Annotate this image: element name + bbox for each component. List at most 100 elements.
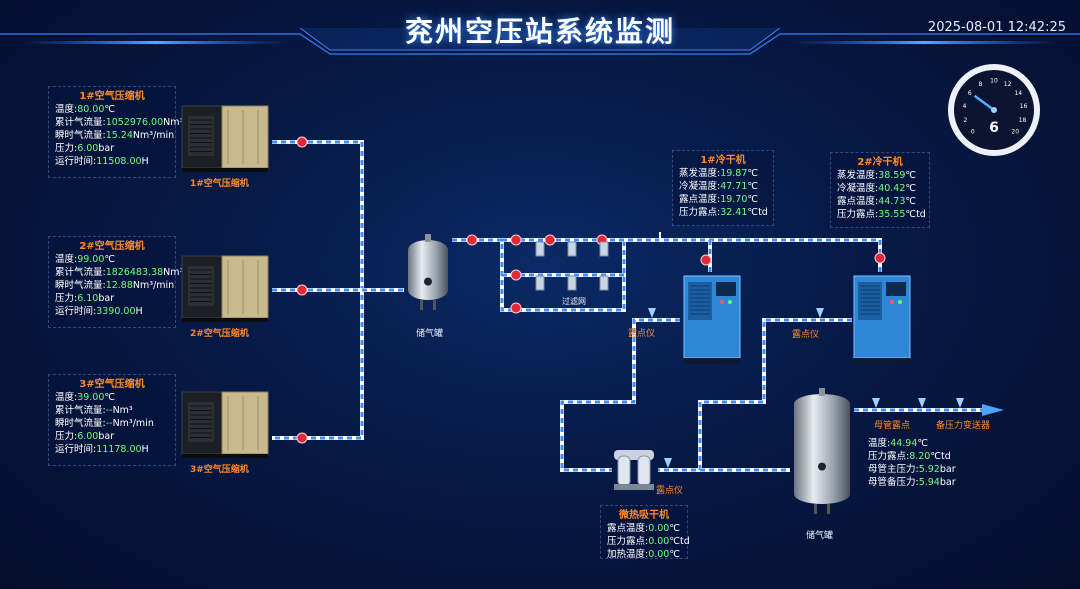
sensor-icon bbox=[648, 308, 656, 318]
metric-unit: ℃ bbox=[747, 194, 759, 205]
metric-row: 压力露点:32.41℃td bbox=[679, 206, 768, 219]
valve[interactable] bbox=[296, 136, 308, 148]
metric-unit: ℃ bbox=[747, 181, 759, 192]
valve[interactable] bbox=[510, 269, 522, 281]
metric-label: 温度: bbox=[55, 104, 78, 115]
metric-unit: bar bbox=[98, 293, 115, 304]
compressor-3[interactable] bbox=[180, 388, 272, 460]
compressor-1[interactable] bbox=[180, 102, 272, 174]
valve[interactable] bbox=[466, 234, 478, 246]
valve[interactable] bbox=[874, 252, 886, 264]
valve[interactable] bbox=[700, 254, 712, 266]
metric-value: 35.55 bbox=[878, 209, 906, 220]
metric-label: 蒸发温度: bbox=[679, 168, 721, 179]
metric-value: 0.00 bbox=[648, 549, 670, 560]
metric-value: 11508.00 bbox=[96, 156, 142, 167]
metric-label: 瞬时气流量: bbox=[55, 418, 106, 429]
metric-value: 80.00 bbox=[77, 104, 105, 115]
filter bbox=[535, 275, 545, 291]
metric-label: 运行时间: bbox=[55, 444, 97, 455]
dewpoint-meter-2-label: 露点仪 bbox=[792, 330, 820, 340]
metric-unit: ℃td bbox=[669, 536, 690, 547]
metric-label: 温度: bbox=[55, 392, 78, 403]
metric-label: 温度: bbox=[55, 254, 78, 265]
metric-unit: H bbox=[141, 444, 149, 455]
metric-row: 蒸发温度:38.59℃ bbox=[837, 169, 923, 182]
valve[interactable] bbox=[544, 234, 556, 246]
metric-label: 累计气流量: bbox=[55, 267, 106, 278]
air-tank-2[interactable] bbox=[790, 386, 854, 520]
valve[interactable] bbox=[510, 302, 522, 314]
filter bbox=[599, 241, 609, 257]
metric-row: 压力露点:35.55℃td bbox=[837, 208, 926, 221]
metric-row: 累计气流量:1052976.00Nm³ bbox=[55, 116, 183, 129]
metric-row: 露点温度:19.70℃ bbox=[679, 193, 767, 206]
valve[interactable] bbox=[296, 432, 308, 444]
metric-row: 压力露点:0.00℃td bbox=[607, 535, 690, 548]
metric-label: 压力: bbox=[55, 431, 78, 442]
metric-unit: Nm³/min bbox=[132, 130, 175, 141]
dryer-2-title: 2#冷干机 bbox=[857, 157, 903, 168]
metric-value: 6.10 bbox=[77, 293, 99, 304]
metric-value: 32.41 bbox=[720, 207, 748, 218]
compressor-1-label: 1#空气压缩机 bbox=[190, 179, 249, 189]
metric-unit: Nm³ bbox=[163, 117, 184, 128]
air-tank-2-label: 储气罐 bbox=[806, 531, 834, 541]
gauge-tick: 16 bbox=[1020, 103, 1028, 110]
metric-unit: Nm³ bbox=[112, 405, 133, 416]
gauge-tick: 18 bbox=[1019, 117, 1027, 124]
air-tank-1-label: 储气罐 bbox=[416, 329, 444, 339]
metric-value: 15.24 bbox=[105, 130, 133, 141]
metric-label: 蒸发温度: bbox=[837, 170, 879, 181]
dewpoint-meter-3-label: 露点仪 bbox=[656, 486, 684, 496]
metric-unit: ℃ bbox=[669, 549, 681, 560]
metric-unit: ℃ bbox=[104, 104, 116, 115]
gauge-tick: 0 bbox=[971, 129, 975, 136]
refrigerated-dryer-1[interactable] bbox=[680, 272, 744, 372]
valve[interactable] bbox=[510, 234, 522, 246]
air-tank-1[interactable] bbox=[404, 232, 452, 316]
metric-label: 瞬时气流量: bbox=[55, 280, 106, 291]
metric-unit: bar bbox=[98, 431, 115, 442]
adsorption-dryer-title: 微热吸干机 bbox=[619, 510, 669, 521]
adsorption-dryer[interactable] bbox=[610, 446, 658, 498]
valve[interactable] bbox=[296, 284, 308, 296]
compressor-2[interactable] bbox=[180, 252, 272, 324]
metric-row: 冷凝温度:40.42℃ bbox=[837, 182, 923, 195]
metric-unit: ℃ bbox=[905, 183, 917, 194]
metric-value: 38.59 bbox=[878, 170, 906, 181]
metric-label: 运行时间: bbox=[55, 156, 97, 167]
sensor-icon bbox=[956, 398, 964, 408]
metric-value: 40.42 bbox=[878, 183, 906, 194]
metric-label: 母管主压力: bbox=[868, 464, 919, 475]
compressor-3-label: 3#空气压缩机 bbox=[190, 465, 249, 475]
metric-label: 运行时间: bbox=[55, 306, 97, 317]
metric-value: 11178.00 bbox=[96, 444, 142, 455]
gauge-tick: 6 bbox=[968, 90, 972, 97]
metric-label: 压力露点: bbox=[607, 536, 649, 547]
metric-unit: ℃td bbox=[747, 207, 768, 218]
dryer-1-title: 1#冷干机 bbox=[700, 155, 746, 166]
gauge-needle bbox=[973, 94, 995, 112]
gauge-tick: 10 bbox=[990, 78, 998, 85]
metric-label: 露点温度: bbox=[837, 196, 879, 207]
metric-unit: H bbox=[135, 306, 143, 317]
metric-value: 5.92 bbox=[918, 464, 940, 475]
metric-value: 39.00 bbox=[77, 392, 105, 403]
metric-unit: ℃ bbox=[747, 168, 759, 179]
refrigerated-dryer-2[interactable] bbox=[850, 272, 914, 372]
gauge-value: 6 bbox=[989, 120, 999, 136]
metric-unit: ℃ bbox=[104, 254, 116, 265]
metric-unit: Nm³/min bbox=[132, 280, 175, 291]
metric-value: 44.73 bbox=[878, 196, 906, 207]
metric-label: 压力露点: bbox=[868, 451, 910, 462]
metric-unit: H bbox=[141, 156, 149, 167]
metric-row: 瞬时气流量:12.88Nm³/min bbox=[55, 279, 174, 292]
pressure-transmitter-label: 备压力变送器 bbox=[936, 421, 991, 431]
metric-row: 压力:6.00bar bbox=[55, 430, 169, 443]
metric-row: 蒸发温度:19.87℃ bbox=[679, 167, 767, 180]
